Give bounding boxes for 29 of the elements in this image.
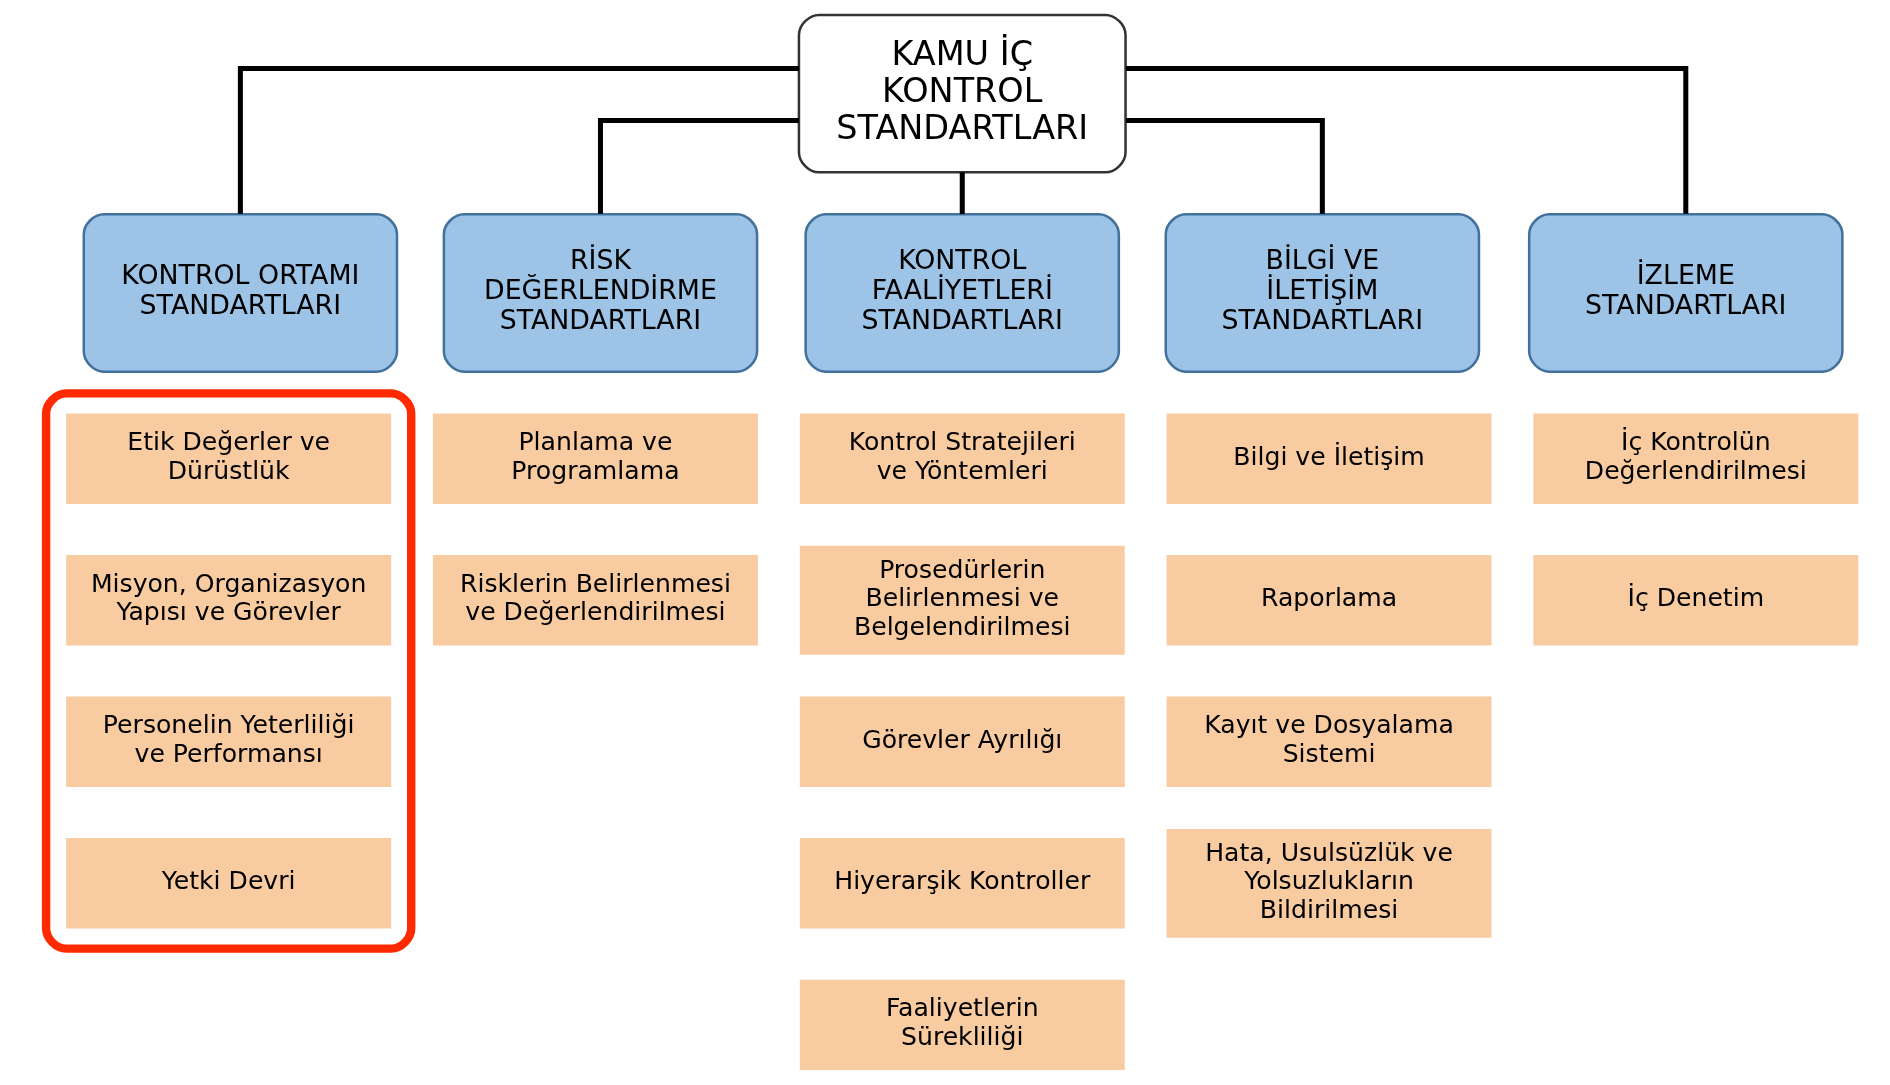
node-box: Risklerin Belirlenmesi ve Değerlendirilmesi	[432, 555, 758, 646]
node-box: Faaliyetlerin Sürekliliği	[799, 979, 1125, 1071]
node-box: Kontrol Stratejileri ve Yöntemleri	[799, 413, 1125, 504]
node-box: BİLGİ VE İLETİŞİM STANDARTLARI	[1164, 212, 1480, 373]
node-box: Kayıt ve Dosyalama Sistemi	[1166, 696, 1491, 788]
node-box: Hata, Usulsüzlük ve Yolsuzlukların Bildirilmesi	[1166, 828, 1491, 938]
cluster	[41, 389, 415, 953]
node-box: Raporlama	[1166, 555, 1491, 646]
node-box: Personelin Yeterliliği ve Performansı	[65, 696, 391, 788]
connector	[1125, 117, 1325, 214]
node-box: İç Kontrolün Değerlendirilmesi	[1532, 413, 1858, 504]
connector	[597, 117, 799, 214]
node-box: RİSK DEĞERLENDİRME STANDARTLARI	[442, 212, 758, 373]
node-box: KONTROL ORTAMI STANDARTLARI	[82, 212, 398, 373]
node-box: İZLEME STANDARTLARI	[1527, 212, 1844, 373]
node-box: İç Denetim	[1532, 555, 1858, 646]
node-box: Planlama ve Programlama	[432, 413, 758, 504]
connector	[1125, 66, 1688, 214]
node-box: Prosedürlerin Belirlenmesi ve Belgelendirilmesi	[799, 545, 1125, 655]
node-box: Misyon, Organizasyon Yapısı ve Görevler	[65, 555, 391, 646]
node-box: Bilgi ve İletişim	[1166, 413, 1491, 504]
connector	[959, 172, 965, 215]
node-box: Hiyerarşik Kontroller	[799, 838, 1125, 929]
node-box: KONTROL FAALİYETLERİ STANDARTLARI	[803, 212, 1120, 373]
node-box: Görevler Ayrılığı	[799, 696, 1125, 788]
node-box: Yetki Devri	[65, 838, 391, 929]
node-box: Etik Değerler ve Dürüstlük	[65, 413, 391, 504]
node-box: KAMU İÇ KONTROL STANDARTLARI	[797, 13, 1127, 174]
connector	[237, 66, 799, 214]
